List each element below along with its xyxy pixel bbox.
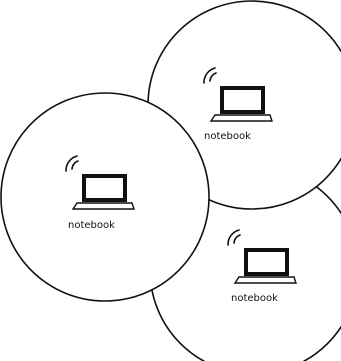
wifi-icon (227, 229, 241, 246)
notebook-label: notebook (231, 293, 278, 304)
notebook-label: notebook (204, 131, 251, 142)
laptop-icon (71, 174, 135, 210)
laptop-icon (209, 86, 273, 122)
notebook-node-bottom: notebook (227, 229, 297, 304)
wifi-icon (65, 155, 79, 172)
notebook-label: notebook (68, 220, 115, 231)
notebook-node-top: notebook (203, 67, 273, 142)
laptop-icon (233, 248, 297, 284)
wifi-icon (203, 67, 217, 84)
notebook-node-left: notebook (65, 155, 135, 231)
